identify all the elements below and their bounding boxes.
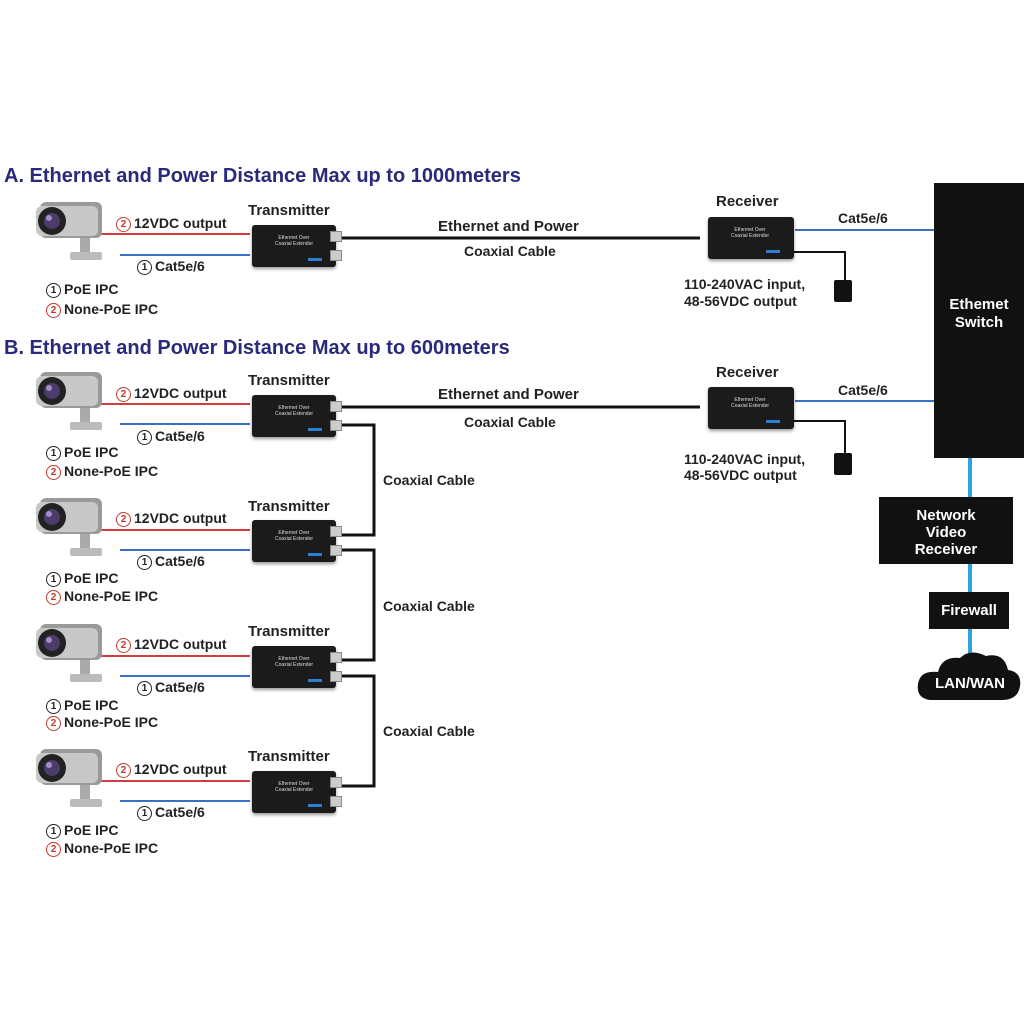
nvr-label-1: Network (916, 507, 976, 524)
camera-icon (36, 372, 102, 430)
nvr-label-2: Video (925, 524, 967, 541)
device-plate: Ethernet Over Coaxial Extender (274, 530, 314, 542)
coax-chain (340, 423, 376, 537)
coax-chain-label: Coaxial Cable (383, 472, 475, 488)
receiver-label: Receiver (716, 193, 779, 210)
link-top-label: Ethernet and Power (438, 386, 579, 403)
camera-a (30, 196, 110, 273)
power-cord (790, 251, 846, 282)
camera-b4 (30, 743, 110, 820)
power-spec-1: 110-240VAC input, (684, 451, 806, 467)
power-spec-2: 48-56VDC output (684, 467, 797, 483)
switch-label-2: Switch (954, 314, 1004, 331)
power-spec-1: 110-240VAC input, (684, 276, 806, 292)
coax-chain-label: Coaxial Cable (383, 723, 475, 739)
receiver-label: Receiver (716, 364, 779, 381)
transmitter-device: Ethernet Over Coaxial Extender (252, 771, 342, 813)
camera-icon (36, 624, 102, 682)
cloud-label: LAN/WAN (935, 675, 1005, 692)
link-bottom-label: Coaxial Cable (464, 243, 556, 259)
transmitter-label: Transmitter (248, 748, 330, 765)
transmitter-device: Ethernet Over Coaxial Extender (252, 395, 342, 437)
coax-chain (340, 548, 376, 662)
receiver-device: Ethernet Over Coaxial Extender (708, 387, 794, 429)
power-cord (790, 420, 846, 455)
cloud-shape (917, 652, 1021, 700)
receiver-device: Ethernet Over Coaxial Extender (708, 217, 794, 259)
transmitter-label: Transmitter (248, 498, 330, 515)
transmitter-label: Transmitter (248, 202, 330, 219)
coax-chain (340, 674, 376, 788)
power-spec-2: 48-56VDC output (684, 293, 797, 309)
power-adapter-icon (834, 453, 852, 475)
cat-label: Cat5e/6 (838, 210, 888, 226)
device-plate: Ethernet Over Coaxial Extender (730, 227, 770, 239)
firewall: Firewall (929, 592, 1009, 629)
camera-icon (36, 498, 102, 556)
link-bottom-label: Coaxial Cable (464, 414, 556, 430)
network-video-receiver: Network Video Receiver (879, 497, 1013, 564)
camera-b3 (30, 618, 110, 695)
ethernet-switch: Ethemet Switch (934, 183, 1024, 458)
section-b-title: B. Ethernet and Power Distance Max up to… (4, 337, 510, 359)
device-plate: Ethernet Over Coaxial Extender (730, 397, 770, 409)
device-plate: Ethernet Over Coaxial Extender (274, 405, 314, 417)
device-plate: Ethernet Over Coaxial Extender (274, 235, 314, 247)
device-plate: Ethernet Over Coaxial Extender (274, 781, 314, 793)
camera-icon (36, 202, 102, 260)
section-a-title: A. Ethernet and Power Distance Max up to… (4, 165, 521, 187)
transmitter-label: Transmitter (248, 372, 330, 389)
camera-b1 (30, 366, 110, 443)
power-adapter-icon (834, 280, 852, 302)
coax-chain-label: Coaxial Cable (383, 598, 475, 614)
camera-icon (36, 749, 102, 807)
camera-b2 (30, 492, 110, 569)
transmitter-device: Ethernet Over Coaxial Extender (252, 646, 342, 688)
transmitter-label: Transmitter (248, 623, 330, 640)
transmitter-device: Ethernet Over Coaxial Extender (252, 520, 342, 562)
transmitter-device: Ethernet Over Coaxial Extender (252, 225, 342, 267)
cat-label: Cat5e/6 (838, 382, 888, 398)
device-plate: Ethernet Over Coaxial Extender (274, 656, 314, 668)
switch-label-1: Ethemet (949, 296, 1009, 313)
nvr-label-3: Receiver (914, 541, 978, 558)
link-top-label: Ethernet and Power (438, 218, 579, 235)
